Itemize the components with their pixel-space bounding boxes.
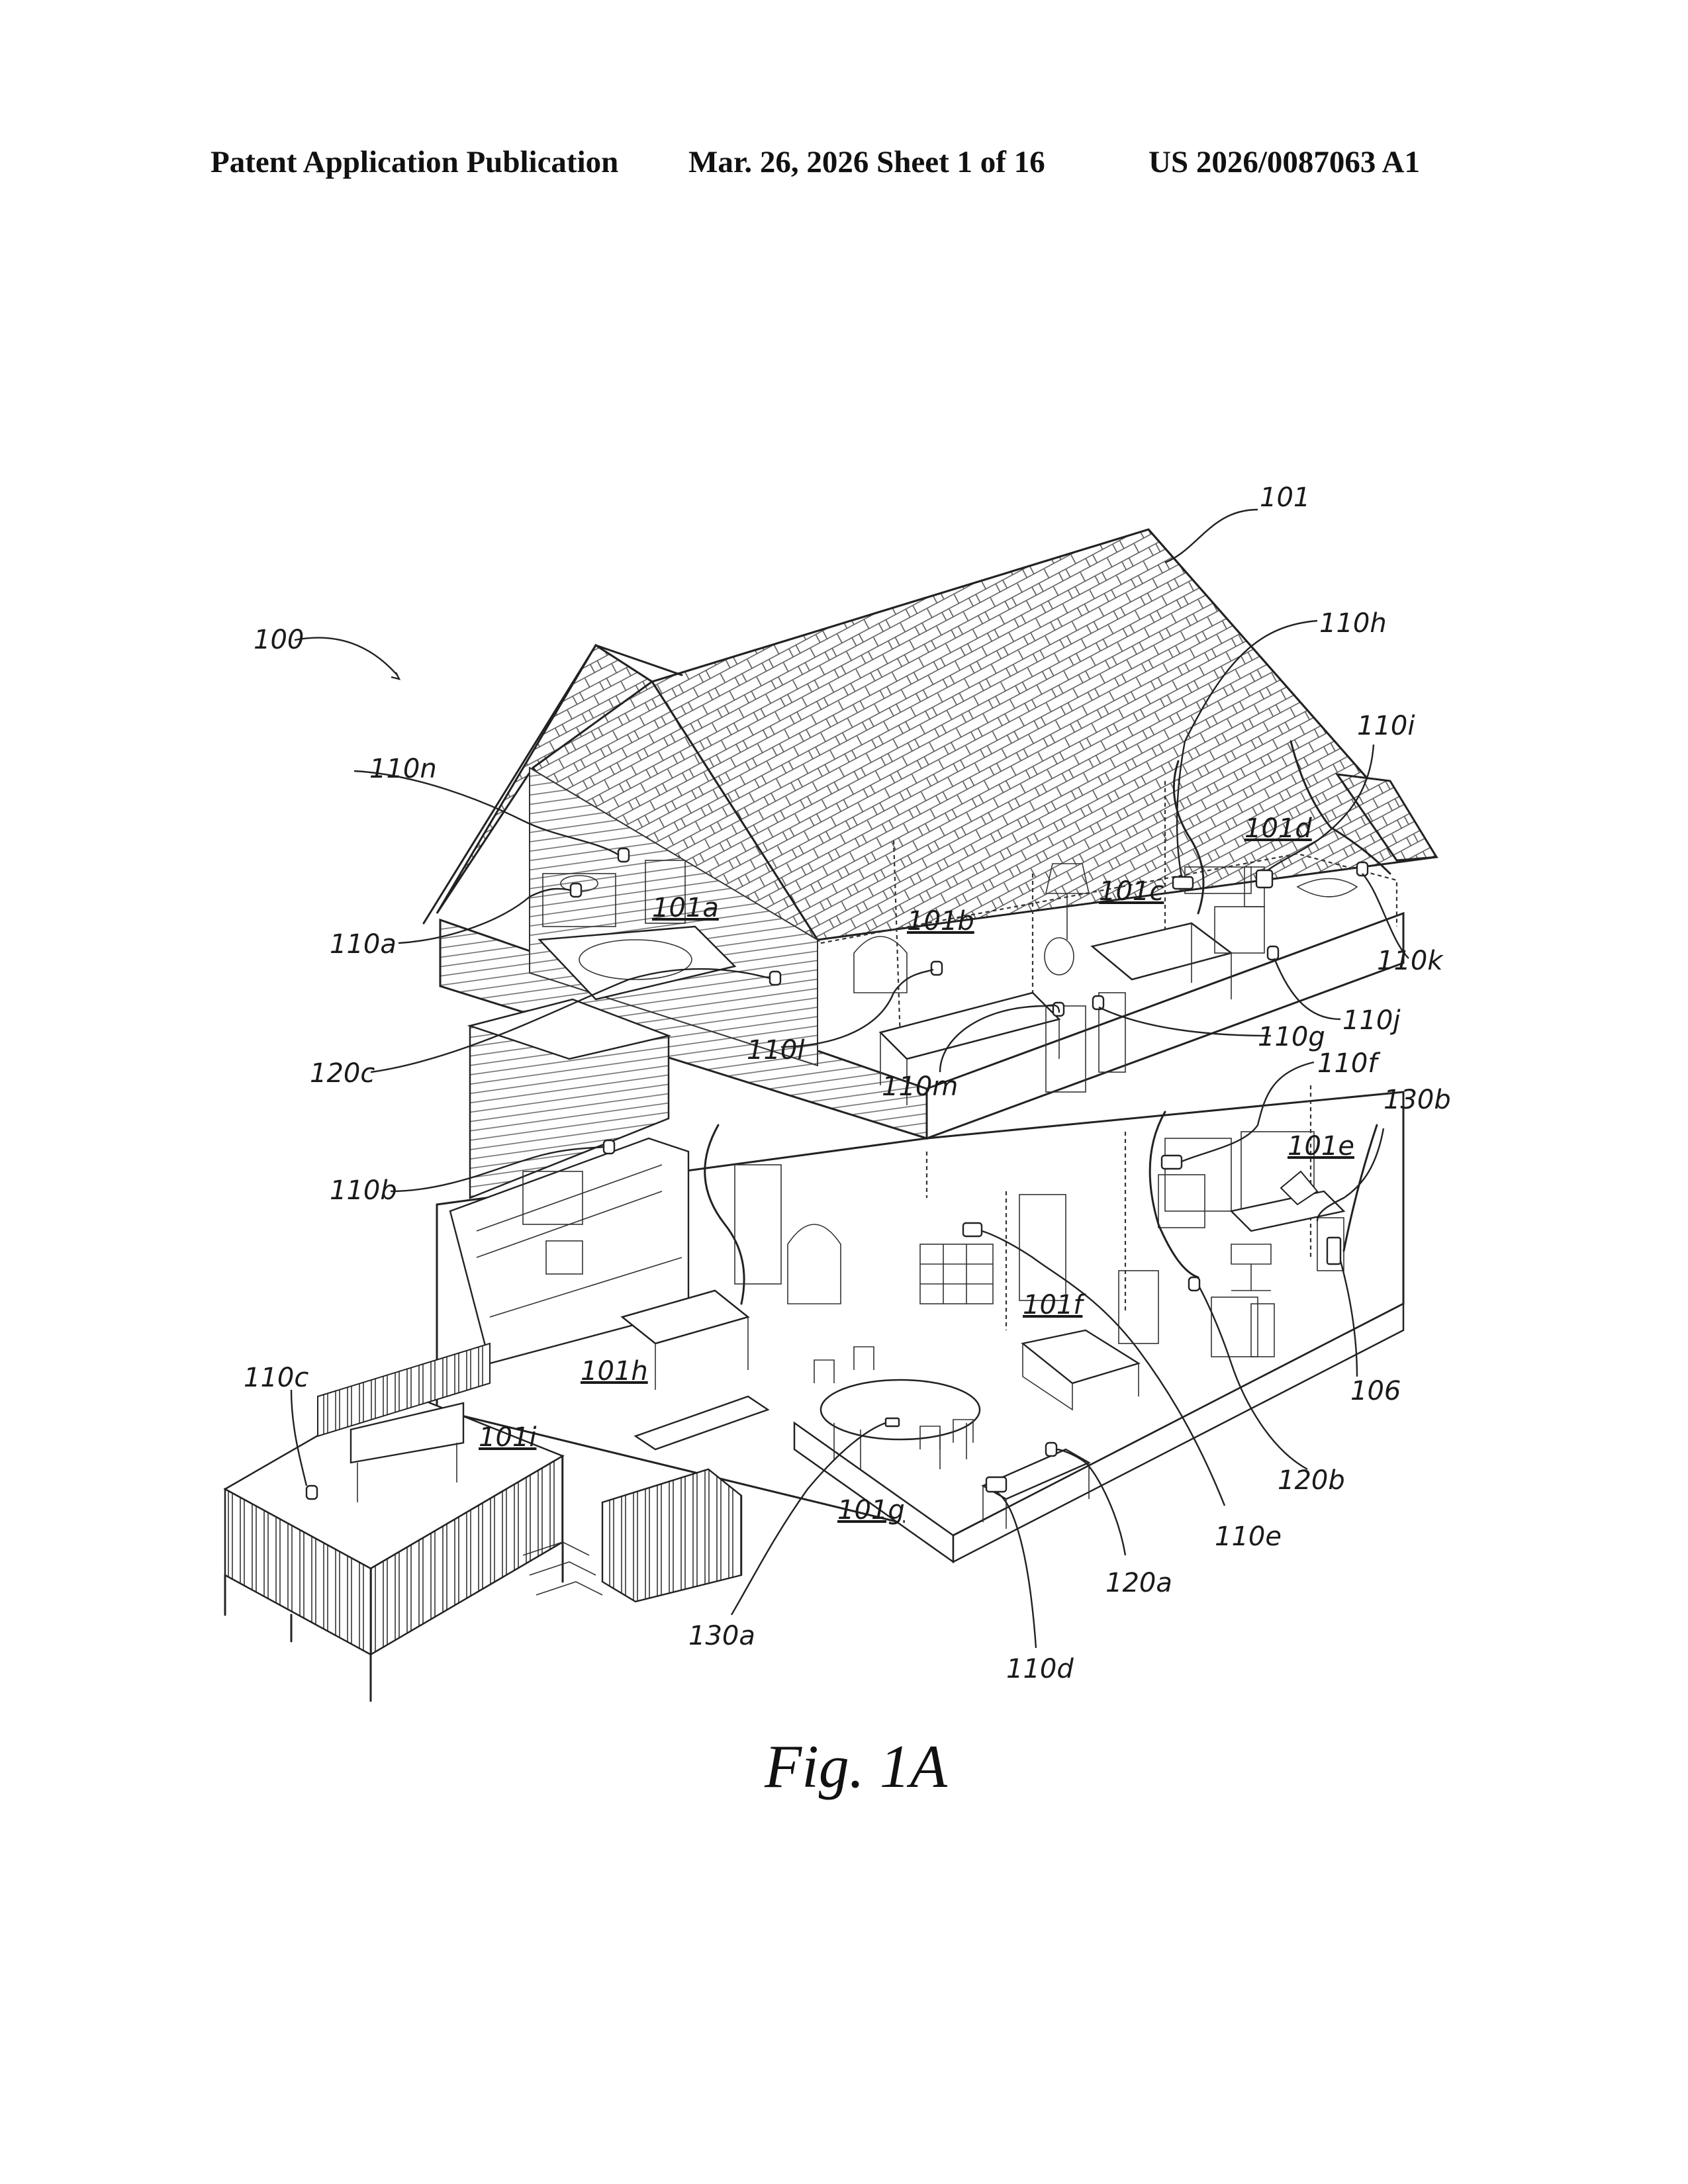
label-110i: 110i [1357,711,1415,741]
device-110b [604,1140,614,1154]
label-110c: 110c [244,1363,308,1393]
label-110a: 110a [330,929,397,960]
device-110n [618,848,629,862]
device-110g [1093,996,1103,1009]
label-101e: 101e [1288,1131,1354,1161]
device-106 [1327,1238,1340,1264]
device-110c [306,1486,317,1499]
label-101a: 101a [652,893,719,923]
label-110d: 110d [1006,1654,1074,1684]
device-110d [986,1477,1006,1492]
device-110e [963,1223,982,1236]
figure-caption: Fig. 1A [764,1733,948,1800]
device-110a [571,884,581,897]
label-110f: 110f [1317,1048,1381,1079]
label-110k: 110k [1377,946,1444,976]
device-110f [1162,1156,1182,1169]
label-100: 100 [254,625,304,655]
label-101b: 101b [907,906,974,936]
device-120b [1189,1277,1199,1291]
deck [225,1343,741,1701]
device-120a [1046,1443,1056,1456]
label-101h: 101h [581,1356,648,1387]
label-130b: 130b [1383,1085,1451,1115]
label-130a: 130a [688,1621,755,1651]
label-120c: 120c [310,1058,375,1089]
label-110h: 110h [1319,608,1387,639]
label-110l: 110l [747,1035,804,1066]
device-110i [1256,870,1272,887]
label-110m: 110m [882,1071,958,1102]
label-101f: 101f [1023,1290,1086,1320]
device-110l [931,962,942,975]
label-110n: 110n [369,754,437,784]
label-101c: 101c [1099,876,1164,907]
label-101: 101 [1260,482,1310,513]
label-106: 106 [1350,1376,1401,1406]
label-120a: 120a [1105,1568,1172,1598]
label-101d: 101d [1244,813,1312,844]
label-110e: 110e [1215,1522,1282,1552]
device-130a [886,1418,899,1426]
label-120b: 120b [1278,1465,1345,1496]
device-110j [1268,946,1278,960]
label-101g: 101g [837,1495,905,1525]
label-110j: 110j [1342,1005,1401,1036]
device-120c [770,972,780,985]
label-110b: 110b [330,1175,397,1206]
label-110g: 110g [1258,1022,1325,1052]
device-110h [1173,877,1193,889]
label-101i: 101i [479,1422,536,1453]
